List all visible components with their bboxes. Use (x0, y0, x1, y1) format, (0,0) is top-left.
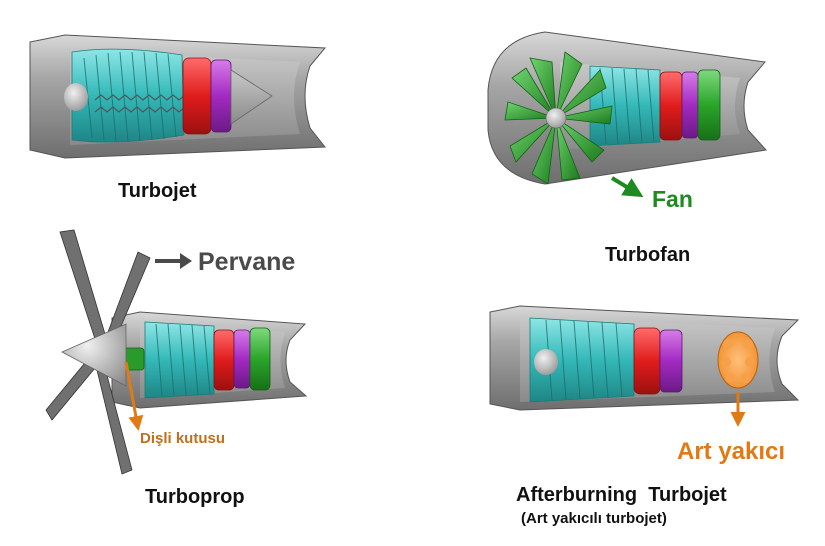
turbojet-caption: Turbojet (118, 180, 197, 202)
afterburner-ring (717, 331, 759, 389)
turbofan-caption: Turbofan (605, 244, 691, 266)
turbojet-engine (29, 34, 327, 159)
pervane-callout: Pervane (198, 248, 296, 276)
turbofan-compressor-blades (599, 67, 655, 145)
afterburning-spinner (534, 349, 558, 375)
turboprop-engine (45, 229, 308, 475)
turbofan-engine (487, 31, 767, 198)
turboprop-compressor-blades (155, 323, 211, 397)
turbojet-shaft-blades (94, 94, 186, 113)
turbofan-turbine-hp (681, 71, 699, 139)
afterburning-compressor (529, 317, 635, 403)
afterburning-turbine (659, 329, 683, 393)
art-yakici-callout: Art yakıcı (677, 438, 786, 465)
turbofan-fan (504, 51, 613, 185)
afterburning-compressor-blades (545, 319, 623, 401)
turboprop-turbine-hp (233, 329, 251, 389)
pervane-arrow (155, 253, 192, 269)
turbojet-combustor (182, 57, 212, 135)
afterburning-caption: Afterburning Turbojet (516, 484, 727, 506)
gearbox-arrow (124, 361, 144, 431)
afterburning-subcaption: (Art yakıcılı turbojet) (521, 510, 667, 527)
turboprop-turbine-lp (249, 327, 271, 391)
turbojet-spinner (64, 83, 88, 111)
turbojet-exhaust-cone (230, 69, 273, 125)
turbojet-turbine (210, 59, 232, 133)
turbofan-turbine-lp (697, 69, 721, 141)
turboprop-caption: Turboprop (145, 486, 245, 508)
turbofan-combustor (659, 71, 683, 141)
turboprop-combustor (213, 329, 235, 391)
gearbox-callout: Dişli kutusu (140, 430, 226, 447)
afterburning-combustor (633, 327, 661, 395)
turboprop-compressor (144, 321, 215, 399)
fan-arrow (610, 176, 644, 198)
fan-callout: Fan (652, 186, 693, 212)
turboprop-spinner (61, 323, 127, 387)
afterburning-engine (489, 305, 800, 427)
turbojet-compressor (71, 48, 185, 143)
